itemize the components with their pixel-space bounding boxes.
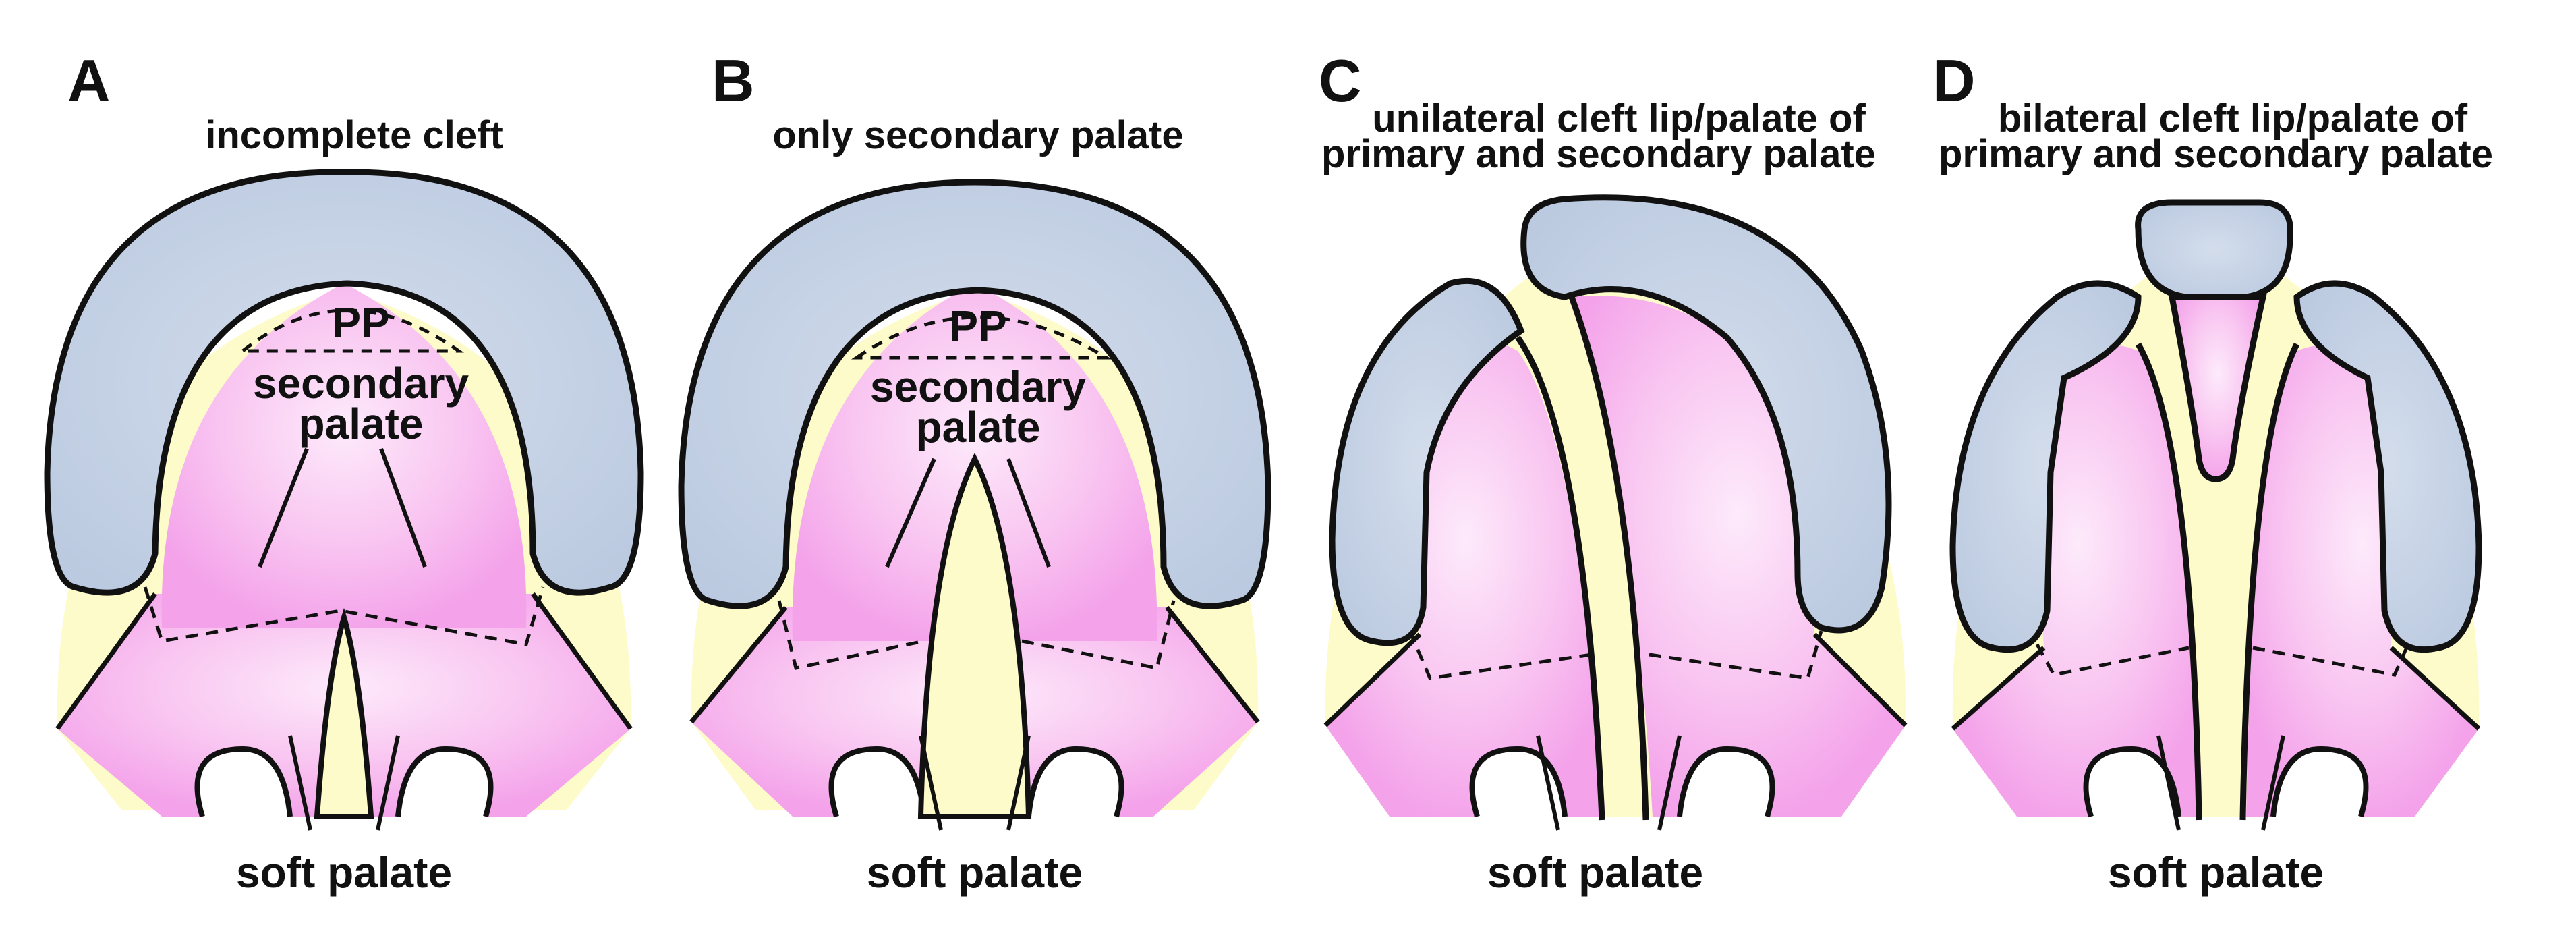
hard-soft-palate-boundary bbox=[1408, 630, 1823, 680]
panel-title: unilateral cleft lip/palate of bbox=[1372, 96, 1866, 140]
soft-palate-outline bbox=[55, 592, 633, 731]
alveolar-ridge-right bbox=[2293, 280, 2482, 653]
uvula-left bbox=[194, 746, 293, 818]
primary-palate-outline bbox=[851, 315, 1112, 360]
alveolar-ridge-left bbox=[1329, 277, 1525, 646]
pointer-line bbox=[1006, 735, 1031, 831]
uvula-right bbox=[1026, 746, 1124, 818]
pointer-line bbox=[379, 447, 427, 568]
secondary-palate-label: palate bbox=[916, 403, 1041, 451]
panel-a-incomplete-cleft: A incomplete cleft PP secondary palate s… bbox=[44, 47, 644, 897]
soft-palate-label: soft palate bbox=[2108, 848, 2324, 897]
pointer-line bbox=[2261, 735, 2285, 831]
cleft-edge-right bbox=[2239, 342, 2300, 821]
primary-palate-outline bbox=[237, 308, 464, 353]
uvula-right bbox=[1677, 746, 1775, 818]
uvula-left bbox=[828, 746, 927, 818]
pointer-line bbox=[1536, 735, 1560, 831]
secondary-palate-label: palate bbox=[299, 399, 424, 448]
cleft-edge-left bbox=[1515, 335, 1605, 821]
cleft-edge-right bbox=[1568, 296, 1649, 821]
panel-letter: B bbox=[712, 47, 755, 114]
panel-b-secondary-palate-cleft: B only secondary palate PP secondary pal… bbox=[678, 47, 1271, 897]
soft-palate-outline bbox=[689, 605, 1260, 724]
pp-label: PP bbox=[949, 302, 1006, 350]
cleft-edge-left bbox=[2136, 342, 2202, 821]
alveolar-ridge bbox=[678, 179, 1271, 609]
soft-palate-label: soft palate bbox=[236, 848, 452, 897]
pointer-line bbox=[885, 458, 936, 568]
pointer-line bbox=[376, 735, 400, 831]
pointer-line bbox=[258, 447, 309, 568]
panel-letter: C bbox=[1319, 47, 1362, 114]
panel-letter: D bbox=[1933, 47, 1976, 114]
soft-palate-outline bbox=[1323, 632, 1908, 727]
premaxilla-stalk bbox=[2168, 294, 2267, 482]
soft-palate-outline bbox=[1951, 646, 2481, 731]
panel-letter: A bbox=[67, 47, 111, 114]
soft-palate-label: soft palate bbox=[1487, 848, 1703, 897]
panel-title: only secondary palate bbox=[772, 113, 1183, 157]
hard-soft-palate-boundary bbox=[2035, 643, 2410, 677]
panel-c-unilateral-cleft: C unilateral cleft lip/palate of primary… bbox=[1319, 47, 1908, 897]
secondary-palate-label: secondary bbox=[253, 359, 469, 408]
uvula-left bbox=[2083, 746, 2181, 818]
hard-soft-palate-boundary bbox=[143, 586, 545, 646]
pointer-line bbox=[919, 735, 943, 831]
panel-d-bilateral-cleft: D bilateral cleft lip/palate of primary … bbox=[1933, 47, 2493, 897]
pointer-line bbox=[1006, 458, 1051, 568]
pointer-line bbox=[2156, 735, 2181, 831]
panel-title: incomplete cleft bbox=[205, 113, 503, 157]
secondary-palate-cleft bbox=[917, 453, 1032, 819]
uvula-right bbox=[395, 746, 494, 818]
uvula-left bbox=[1469, 746, 1568, 818]
pointer-line bbox=[1657, 735, 1682, 831]
palate-right-half bbox=[2246, 345, 2479, 817]
panel-title: primary and secondary palate bbox=[1939, 132, 2493, 176]
secondary-palate-region bbox=[161, 283, 527, 628]
soft-palate-label: soft palate bbox=[867, 848, 1083, 897]
hard-soft-palate-boundary bbox=[777, 600, 1176, 670]
panel-title: primary and secondary palate bbox=[1321, 132, 1876, 176]
pointer-line bbox=[288, 735, 312, 831]
premaxilla bbox=[2135, 199, 2293, 300]
alveolar-ridge bbox=[44, 169, 644, 596]
palate-right-half bbox=[1568, 296, 1906, 817]
palate-left-half bbox=[1325, 339, 1605, 817]
alveolar-ridge-right bbox=[1520, 194, 1892, 634]
panel-title: bilateral cleft lip/palate of bbox=[1998, 96, 2468, 140]
incomplete-cleft bbox=[314, 607, 374, 819]
palate-left-half bbox=[1953, 345, 2202, 817]
secondary-palate-label: secondary bbox=[870, 362, 1087, 411]
pp-label: PP bbox=[332, 298, 389, 347]
uvula-right bbox=[2270, 746, 2369, 818]
alveolar-ridge-left bbox=[1949, 280, 2142, 653]
